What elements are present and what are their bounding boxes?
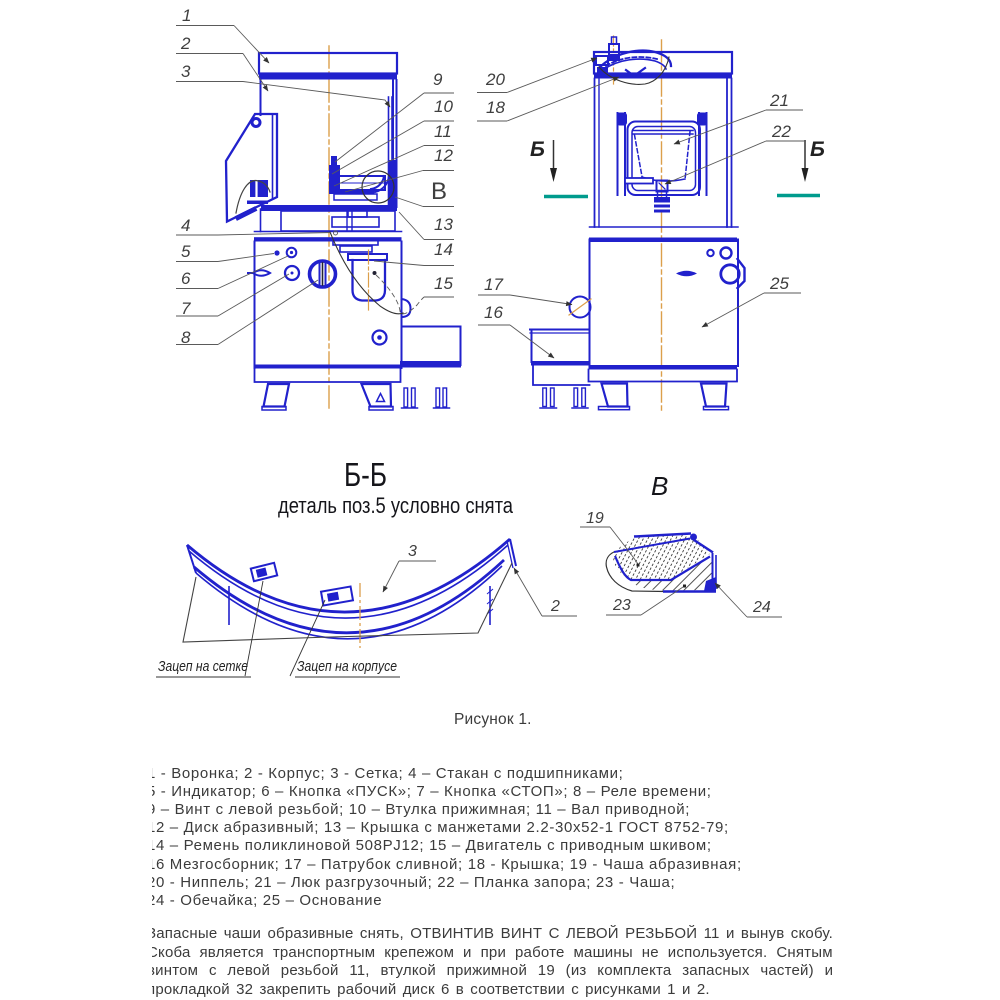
svg-text:13: 13 [434,215,453,234]
svg-text:10: 10 [434,97,453,116]
svg-text:22: 22 [771,122,791,141]
svg-text:деталь поз.5 условно снята: деталь поз.5 условно снята [278,493,513,518]
svg-text:В: В [431,178,447,205]
svg-text:3: 3 [408,543,417,560]
svg-text:5: 5 [181,242,191,261]
svg-text:11: 11 [434,122,452,141]
svg-text:Зацеп на сетке: Зацеп на сетке [158,659,248,675]
svg-text:2: 2 [550,598,560,615]
svg-text:17: 17 [484,275,503,294]
svg-text:18: 18 [486,98,505,117]
svg-text:4: 4 [181,216,190,235]
svg-text:25: 25 [769,274,789,293]
svg-text:3: 3 [181,62,191,81]
svg-text:1: 1 [182,6,191,25]
svg-text:8: 8 [181,328,191,347]
svg-text:12: 12 [434,146,453,165]
svg-text:14: 14 [434,240,453,259]
svg-text:23: 23 [612,597,631,614]
svg-text:Зацеп на корпусе: Зацеп на корпусе [297,659,397,675]
svg-text:16: 16 [484,303,503,322]
svg-text:24: 24 [752,599,771,616]
svg-text:Б: Б [810,138,825,161]
svg-text:21: 21 [769,91,789,110]
svg-text:9: 9 [433,70,443,89]
svg-text:В: В [651,471,668,501]
svg-text:Б: Б [530,138,545,161]
svg-text:19: 19 [586,510,604,527]
svg-text:7: 7 [181,299,191,318]
svg-text:20: 20 [485,70,505,89]
svg-text:Б-Б: Б-Б [344,456,387,493]
svg-text:2: 2 [180,34,191,53]
svg-text:15: 15 [434,274,453,293]
svg-text:6: 6 [181,269,191,288]
